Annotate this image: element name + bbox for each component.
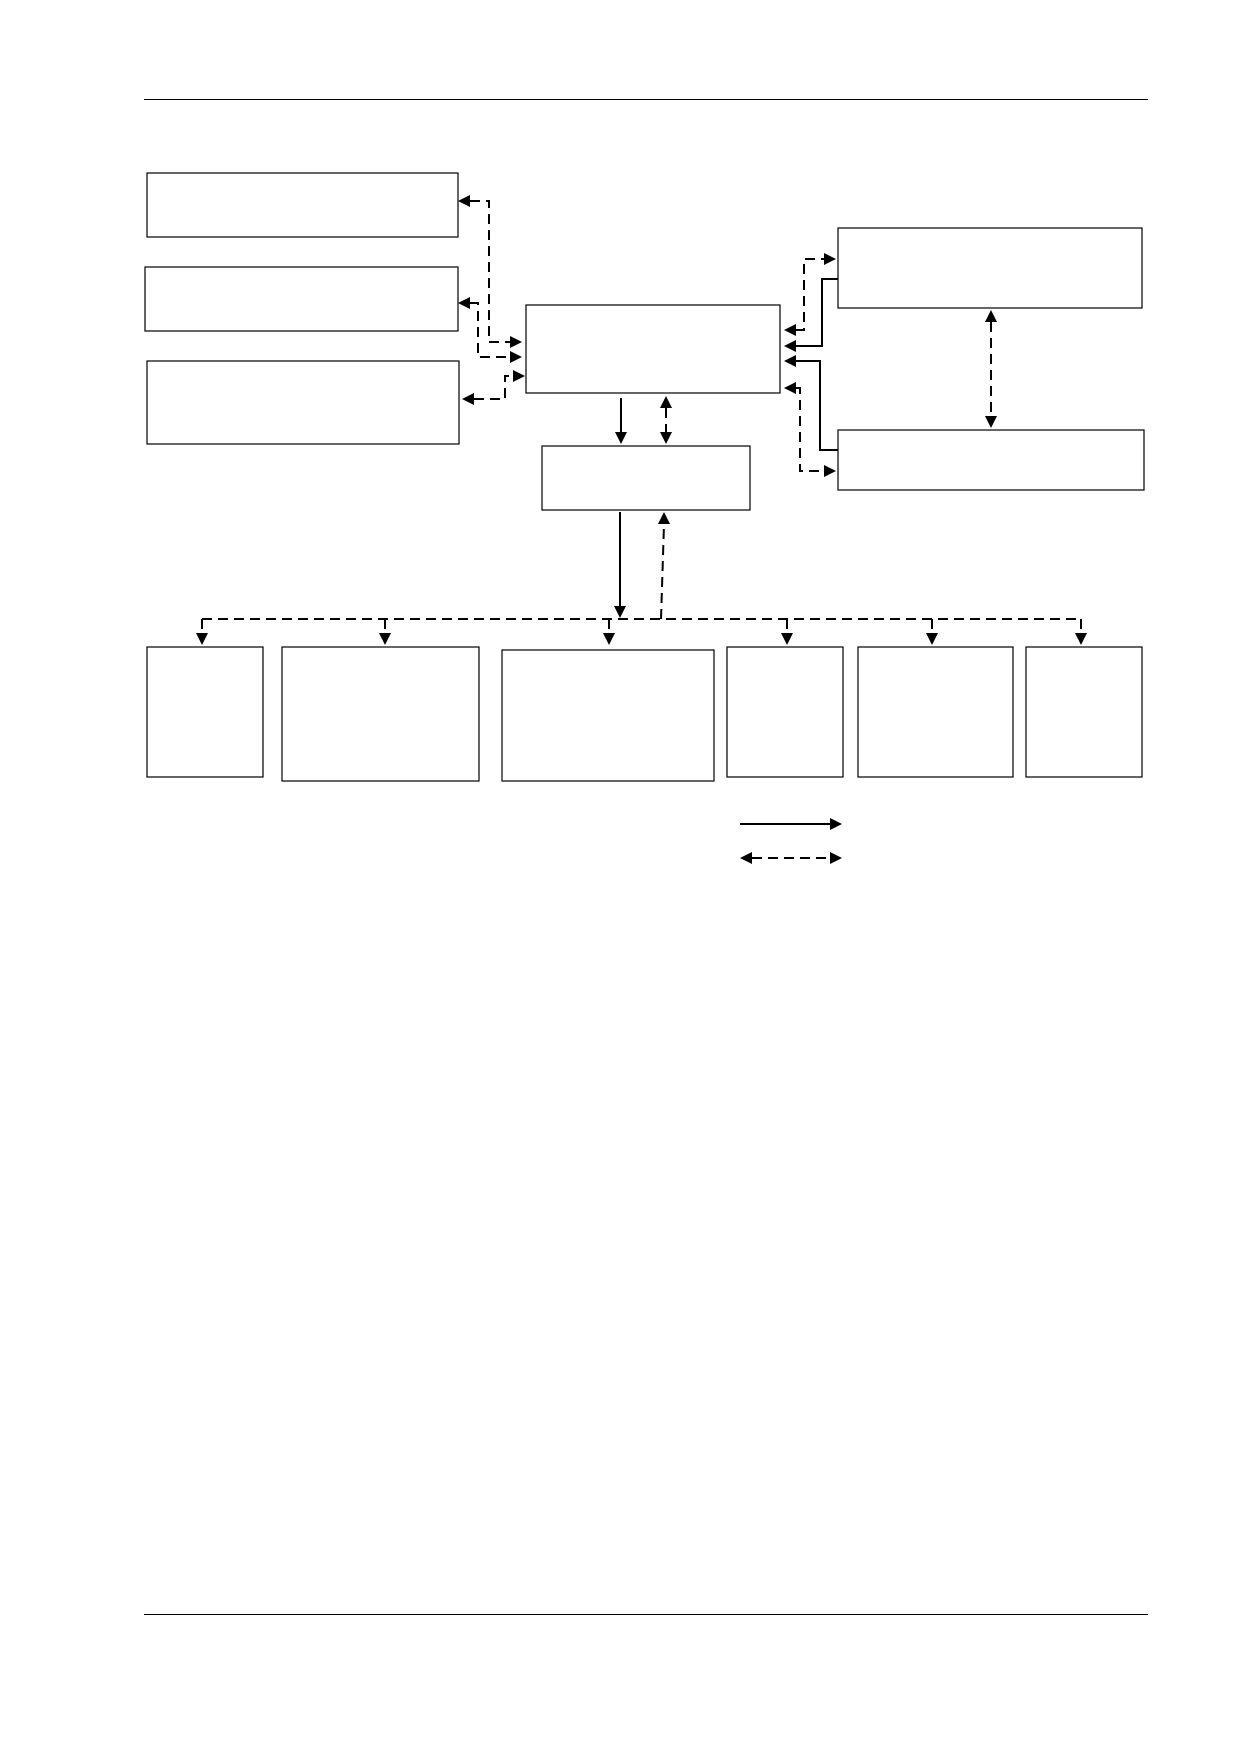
node-bottom-6	[1025, 646, 1143, 778]
edge-left-middle-center	[458, 297, 522, 363]
legend	[740, 818, 842, 864]
footer-rule	[144, 1614, 1148, 1615]
edge-center-sub-center-dashed	[660, 396, 672, 444]
node-center	[525, 304, 781, 394]
edge-right-top-right-bottom	[985, 310, 997, 428]
edge-bus-bottom-6	[1075, 619, 1087, 645]
node-left-top	[146, 172, 459, 238]
edge-bus-sub-center-dashed	[658, 512, 670, 620]
node-bottom-3	[501, 649, 715, 782]
edge-center-sub-center-solid	[615, 398, 627, 444]
edge-left-top-center	[458, 195, 522, 348]
node-left-middle	[144, 266, 459, 332]
edge-right-bottom-center-dashed	[784, 382, 836, 477]
node-sub-center	[541, 445, 751, 511]
node-right-bottom	[837, 429, 1145, 491]
edge-sub-center-bus-solid	[614, 512, 626, 618]
edge-bus-bottom-5	[926, 619, 938, 645]
node-bottom-5	[857, 646, 1014, 778]
edge-bus-bottom-4	[781, 619, 793, 645]
node-bottom-1	[146, 646, 264, 778]
node-bottom-4	[726, 646, 844, 778]
edge-bus-bottom-2	[379, 619, 391, 645]
edge-left-bottom-center	[462, 370, 525, 405]
header-rule	[144, 99, 1148, 100]
node-right-top	[837, 227, 1143, 309]
edge-right-bottom-center-solid	[784, 355, 838, 451]
edge-bus-bottom-3	[603, 619, 615, 645]
edge-right-top-center-solid	[784, 278, 838, 352]
legend-dashed-arrow	[740, 852, 842, 864]
node-left-bottom	[146, 360, 460, 445]
edge-bus-bottom-1	[196, 619, 208, 645]
legend-solid-arrow	[740, 818, 842, 830]
node-bottom-2	[281, 646, 480, 782]
edge-right-top-center-dashed	[784, 253, 836, 336]
